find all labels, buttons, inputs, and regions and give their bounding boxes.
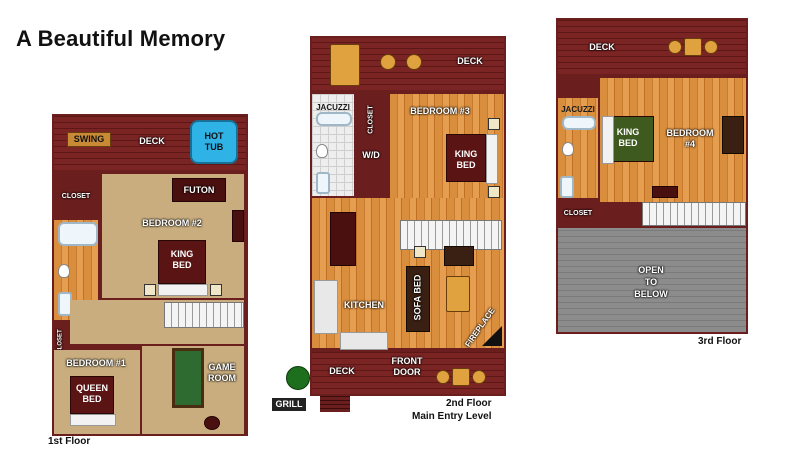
armchair [444,246,474,266]
second-floor-top-deck-label: DECK [457,56,483,66]
first-floor-stairs [164,302,244,328]
jacuzzi-tub [316,112,352,126]
bedroom-3-label: BEDROOM #3 [410,106,470,116]
toilet-icon [58,264,70,278]
sofa-bed [406,266,430,332]
kitchen-label: KITCHEN [344,300,384,310]
nightstand-icon [210,284,222,296]
bedroom-4-chair [722,116,744,154]
third-floor-deck-label: DECK [589,42,615,52]
sofa-bed-label: SOFA BED [412,274,423,321]
futon: FUTON [172,178,226,202]
front-door-label: FRONT DOOR [391,356,423,377]
queen-bed: QUEEN BED [70,376,114,414]
dining-table [330,212,356,266]
deck-chair [436,370,450,384]
first-floor-caption: 1st Floor [48,436,91,447]
nightstand-icon [488,186,500,198]
bedroom-1-label: BEDROOM #1 [66,358,126,368]
third-floor-closet-label: CLOSET [563,210,593,217]
open-to-below [558,228,746,332]
bedroom-2-label: BEDROOM #2 [142,218,202,228]
second-floor-jacuzzi-label: JACUZZI [316,103,350,112]
deck-table [684,38,702,56]
nightstand-icon [144,284,156,296]
deck-table [330,44,360,86]
swing: SWING [67,132,111,147]
game-room-label: GAME ROOM [208,362,236,383]
second-floor-bottom-deck-label: DECK [329,366,355,376]
bedroom-2-dresser [232,210,244,242]
washer-dryer-label: W/D [362,150,380,160]
king-bed-pillows [158,284,208,296]
king-bed-pillows [486,134,498,184]
hot-tub: HOT TUB [190,120,238,164]
second-floor-closet [356,94,386,140]
plan-title: A Beautiful Memory [16,26,226,51]
grill: GRILL [272,398,306,411]
plant-icon [286,366,310,390]
sink-icon [560,176,574,198]
washer-dryer [356,142,386,168]
first-floor-closet-top-label: CLOSET [61,193,91,200]
pool-table [172,348,204,408]
kitchen-counter [314,280,338,334]
second-floor-caption-2: Main Entry Level [412,411,492,422]
bedroom-4-dresser [652,186,678,198]
second-floor-plan: DECK JACUZZI CLOSET W/D BEDROOM #3 KING … [310,36,506,398]
deck-chair [406,54,422,70]
king-bed-bedroom-3: KING BED [446,134,486,182]
fireplace [482,326,502,346]
toilet-icon [562,142,574,156]
entry-steps [320,396,350,412]
sink-icon [316,172,330,194]
game-room-chair [204,416,220,430]
king-bed-bedroom-2: KING BED [158,240,206,284]
deck-chair [472,370,486,384]
jacuzzi-tub [562,116,596,130]
deck-chair [380,54,396,70]
bedroom-4-label: BEDROOM #4 [666,128,714,149]
deck-chair [704,40,718,54]
deck-table [452,368,470,386]
third-floor-jacuzzi-label: JACUZZI [561,105,595,114]
bathtub [58,222,98,246]
king-bed-pillows [602,116,614,164]
third-floor-closet [558,202,598,226]
coffee-table [446,276,470,312]
second-floor-closet-label: CLOSET [367,105,375,134]
third-floor-plan: DECK JACUZZI KING BED BEDROOM #4 CLOSET … [556,18,748,334]
kitchen-sink [340,332,388,350]
nightstand-icon [488,118,500,130]
first-floor-deck-label: DECK [139,136,165,146]
second-floor-caption-1: 2nd Floor [446,398,492,409]
third-floor-stairs [642,202,746,226]
deck-chair [668,40,682,54]
side-table-icon [414,246,426,258]
queen-bed-pillows [70,414,116,426]
first-floor-closet-top [54,174,98,218]
third-floor-caption: 3rd Floor [698,336,742,347]
toilet-icon [316,144,328,158]
open-to-below-label: OPEN TO BELOW [634,265,668,299]
second-floor-stairs [400,220,502,250]
first-floor-plan: SWING DECK HOT TUB CLOSET FUTON BEDROOM … [52,114,248,436]
